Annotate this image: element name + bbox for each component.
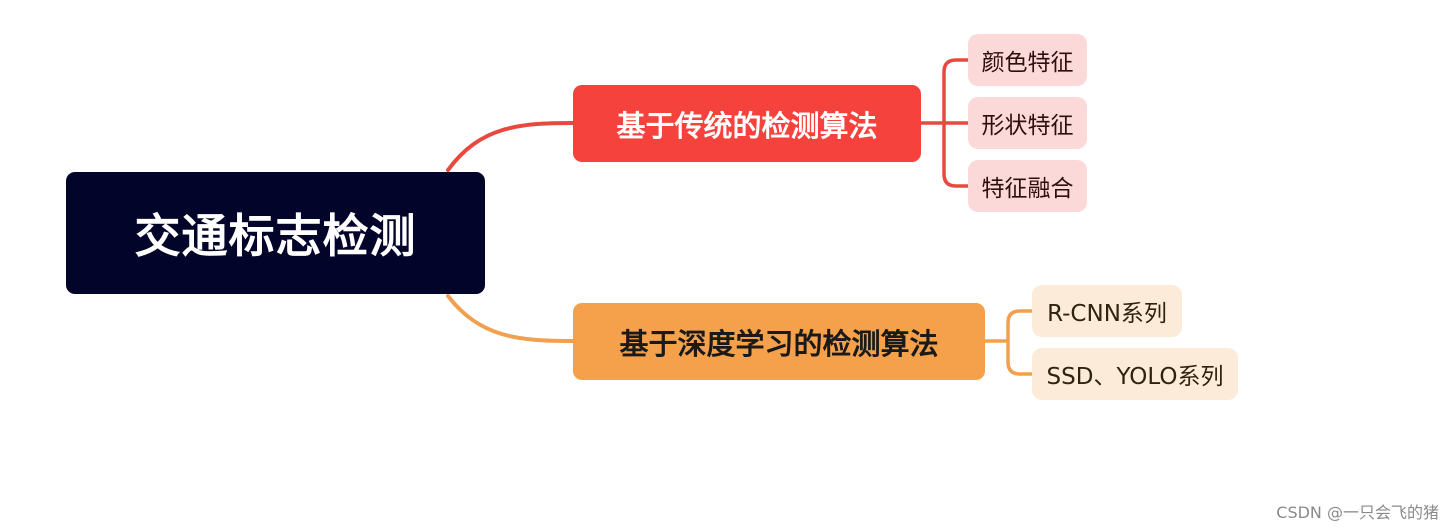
leaf-color-feature[interactable]: 颜色特征 <box>968 34 1087 86</box>
connector-branch-1-leaf-1 <box>942 58 968 123</box>
watermark: CSDN @一只会飞的猪 <box>1276 503 1439 522</box>
connector-branch-2-leaf-1 <box>1006 309 1032 341</box>
leaf-ssd-yolo-series[interactable]: SSD、YOLO系列 <box>1032 348 1238 400</box>
branch-deep-learning-detection[interactable]: 基于深度学习的检测算法 <box>573 303 985 380</box>
connector-branch-2-leaf-2 <box>1006 341 1032 376</box>
leaf-feature-fusion[interactable]: 特征融合 <box>968 160 1087 212</box>
root-node[interactable]: 交通标志检测 <box>66 172 485 294</box>
leaf-shape-feature[interactable]: 形状特征 <box>968 97 1087 149</box>
connector-branch-1-leaf-3 <box>942 123 968 188</box>
connector-root-branch-1 <box>446 121 575 172</box>
branch-traditional-detection[interactable]: 基于传统的检测算法 <box>573 85 921 162</box>
leaf-rcnn-series[interactable]: R-CNN系列 <box>1032 285 1182 337</box>
connector-root-branch-2 <box>446 294 575 343</box>
